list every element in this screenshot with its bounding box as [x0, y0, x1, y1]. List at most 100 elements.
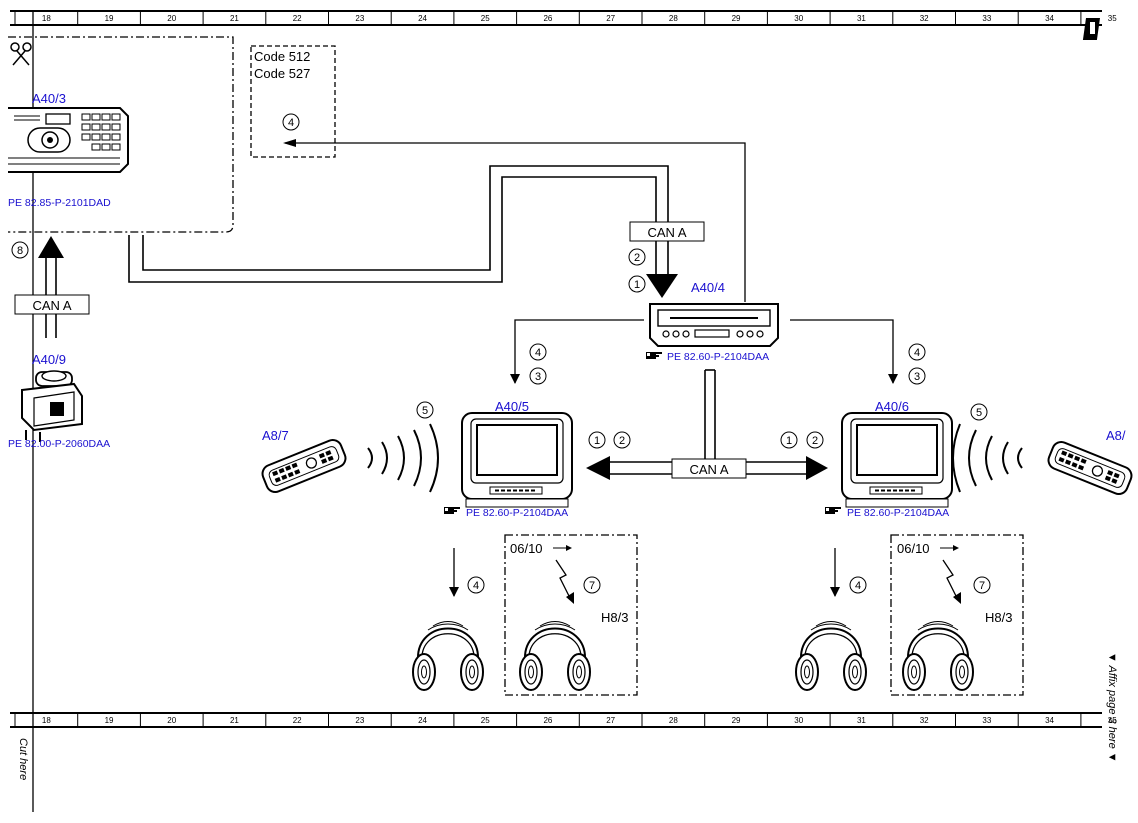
cut-here-text: Cut here: [17, 738, 29, 780]
can-label-top: CAN A: [647, 225, 686, 240]
svg-text:3: 3: [914, 371, 920, 383]
can-line-top-outer: [128, 176, 657, 283]
top-ruler-number: 19: [105, 14, 114, 23]
bottom-ruler-number: 19: [105, 716, 114, 725]
head-unit-icon: [8, 107, 129, 173]
marker-1-center-right: 1: [780, 431, 798, 449]
bottom-ruler-number: 18: [42, 716, 51, 725]
bottom-ruler-number: 23: [355, 716, 364, 725]
bottom-ruler-number: 29: [732, 716, 741, 725]
can-link-a40-9: CAN A: [14, 236, 90, 338]
pointing-hand-icon: [825, 507, 841, 514]
can-link-center: CAN A: [586, 369, 828, 480]
bottom-ruler-number: 28: [669, 716, 678, 725]
bottom-ruler-number: 26: [543, 716, 552, 725]
marker-5-right: 5: [970, 403, 988, 421]
bottom-ruler-number: 35: [1108, 716, 1117, 725]
svg-text:4: 4: [535, 347, 541, 359]
top-ruler-number: 25: [481, 14, 490, 23]
rear-monitor-left-icon: [461, 412, 573, 508]
marker-4-headphone-right: 4: [849, 576, 867, 594]
marker-3-right: 3: [908, 367, 926, 385]
a40-5-ref: PE 82.60-P-2104DAA: [466, 507, 568, 519]
rear-monitor-right-icon: [841, 412, 953, 508]
marker-2-center-left: 2: [613, 431, 631, 449]
affix-page-text: ▼ Affix page 3 here ▼: [1106, 652, 1118, 763]
date-left: 06/10: [510, 541, 543, 556]
code-527: Code 527: [254, 66, 310, 81]
wireless-bolt-icon: [553, 545, 574, 604]
dvd-player-icon: [649, 303, 779, 347]
bottom-ruler-number: 24: [418, 716, 427, 725]
code-512: Code 512: [254, 49, 310, 64]
top-ruler-number: 30: [794, 14, 803, 23]
a40-6-ref: PE 82.60-P-2104DAA: [847, 507, 949, 519]
code-box: [250, 45, 336, 158]
headphones-icon: [519, 620, 591, 691]
svg-text:7: 7: [979, 580, 985, 592]
a40-5-label: A40/5: [495, 399, 529, 414]
bottom-ruler-number: 27: [606, 716, 615, 725]
marker-4-headphone-left: 4: [467, 576, 485, 594]
a8-right-label: A8/: [1106, 428, 1126, 443]
bottom-ruler-number: 30: [794, 716, 803, 725]
top-ruler-number: 21: [230, 14, 239, 23]
wireless-bolt-icon: [940, 545, 961, 604]
marker-3-left: 3: [529, 367, 547, 385]
control-module-icon: [21, 370, 83, 442]
svg-text:8: 8: [17, 245, 23, 257]
svg-text:4: 4: [914, 347, 920, 359]
top-ruler-number: 24: [418, 14, 427, 23]
signal-line-left: [510, 319, 644, 384]
headphones-icon: [902, 620, 974, 691]
corner-tab-icon: [1082, 18, 1100, 40]
wireless-box-left: [504, 534, 638, 696]
a40-9-ref: PE 82.00-P-2060DAA: [8, 438, 110, 450]
svg-text:2: 2: [812, 435, 818, 447]
top-ruler-number: 20: [167, 14, 176, 23]
marker-4-right: 4: [908, 343, 926, 361]
bottom-ruler-number: 22: [293, 716, 302, 725]
can-label-center: CAN A: [689, 462, 728, 477]
can-line-top-inner: [142, 165, 669, 275]
bottom-ruler-number: 34: [1045, 716, 1054, 725]
date-right: 06/10: [897, 541, 930, 556]
svg-text:2: 2: [634, 252, 640, 264]
marker-4-left: 4: [529, 343, 547, 361]
top-ruler-number: 35: [1108, 14, 1117, 23]
marker-4-code: 4: [282, 113, 300, 131]
svg-text:3: 3: [535, 371, 541, 383]
wireless-box-right: [890, 534, 1024, 696]
a40-3-boundary: [8, 36, 234, 233]
top-ruler-number: 31: [857, 14, 866, 23]
top-ruler-number: 28: [669, 14, 678, 23]
svg-text:5: 5: [976, 407, 982, 419]
marker-7-left: 7: [583, 576, 601, 594]
h8-3-left-label: H8/3: [601, 610, 628, 625]
scissors-icon: [10, 42, 32, 66]
svg-text:2: 2: [619, 435, 625, 447]
top-ruler-number: 27: [606, 14, 615, 23]
top-ruler-number: 29: [732, 14, 741, 23]
marker-2-center-right: 2: [806, 431, 824, 449]
top-ruler-number: 22: [293, 14, 302, 23]
a40-3-ref: PE 82.85-P-2101DAD: [8, 197, 111, 209]
a40-4-label: A40/4: [691, 280, 725, 295]
a40-4-ref: PE 82.60-P-2104DAA: [667, 351, 769, 363]
a40-6-label: A40/6: [875, 399, 909, 414]
svg-text:1: 1: [634, 279, 640, 291]
headphones-icon: [795, 620, 867, 691]
bottom-ruler-number: 31: [857, 716, 866, 725]
svg-text:4: 4: [288, 117, 294, 129]
svg-text:1: 1: [594, 435, 600, 447]
signal-line-right: [790, 319, 898, 384]
top-ruler-number: 33: [982, 14, 991, 23]
svg-text:5: 5: [422, 405, 428, 417]
ir-wave-icon: [952, 423, 1023, 493]
bottom-ruler-number: 33: [982, 716, 991, 725]
bottom-ruler-number: 20: [167, 716, 176, 725]
top-ruler-number: 34: [1045, 14, 1054, 23]
